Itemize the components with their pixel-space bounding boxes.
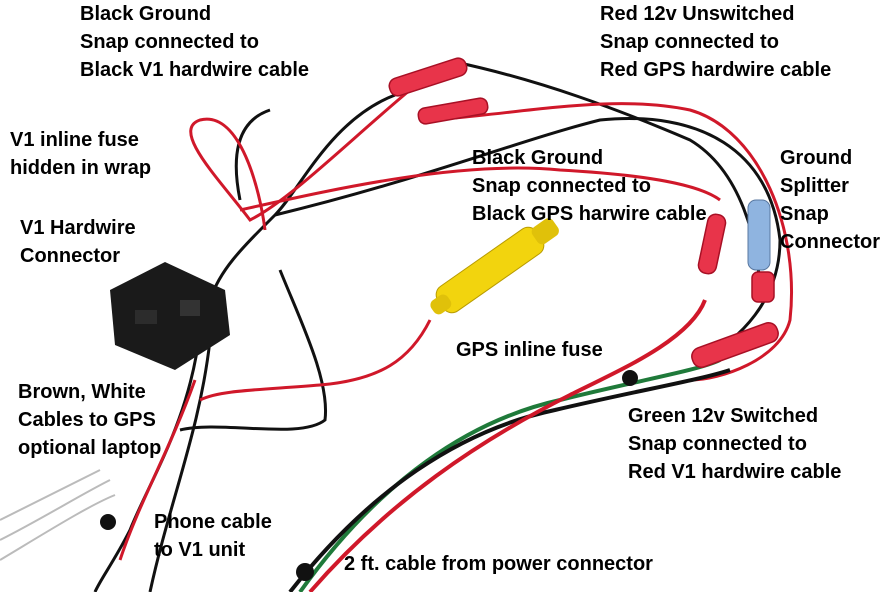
red-snap-connector: [691, 321, 779, 369]
label-brown-white-cables: Brown, White Cables to GPS optional lapt…: [18, 381, 162, 459]
cable-tie: [296, 563, 314, 581]
label-phone-cable: Phone cable to V1 unit: [154, 511, 272, 561]
ground-splitter: [747, 199, 771, 271]
cable-tie: [622, 370, 638, 386]
v1-hardwire-connector: [110, 262, 230, 370]
label-v1-hardwire-connector: V1 Hardwire Connector: [20, 217, 136, 267]
black-wire: [148, 339, 212, 592]
label-black-ground-gps: Black Ground Snap connected to Black GPS…: [472, 147, 707, 225]
red-wire: [308, 299, 707, 592]
black-wire: [179, 269, 328, 432]
red-wire: [118, 379, 197, 561]
red-snap-connector: [388, 57, 468, 97]
red-snap-connector: [417, 97, 489, 125]
green-wire: [298, 358, 721, 592]
red-wire: [189, 88, 411, 231]
red-snap-connector: [751, 271, 775, 303]
red-wire: [199, 319, 432, 402]
gps-inline-fuse: [430, 218, 559, 315]
black-wire: [208, 93, 396, 301]
black-wire: [234, 108, 271, 201]
red-wire: [454, 102, 793, 382]
label-black-ground-v1: Black Ground Snap connected to Black V1 …: [80, 3, 310, 81]
label-green-switched: Green 12v Switched Snap connected to Red…: [628, 405, 842, 483]
cable-tie: [100, 514, 116, 530]
label-ground-splitter: Ground Splitter Snap Connector: [780, 147, 880, 253]
label-v1-inline-fuse: V1 inline fuse hidden in wrap: [10, 129, 152, 179]
label-power-cable: 2 ft. cable from power connector: [344, 553, 653, 575]
red-wire: [239, 166, 721, 212]
label-red-unswitched: Red 12v Unswitched Snap connected to Red…: [600, 3, 832, 81]
red-snap-connector: [697, 213, 727, 275]
label-gps-inline-fuse: GPS inline fuse: [456, 339, 603, 361]
